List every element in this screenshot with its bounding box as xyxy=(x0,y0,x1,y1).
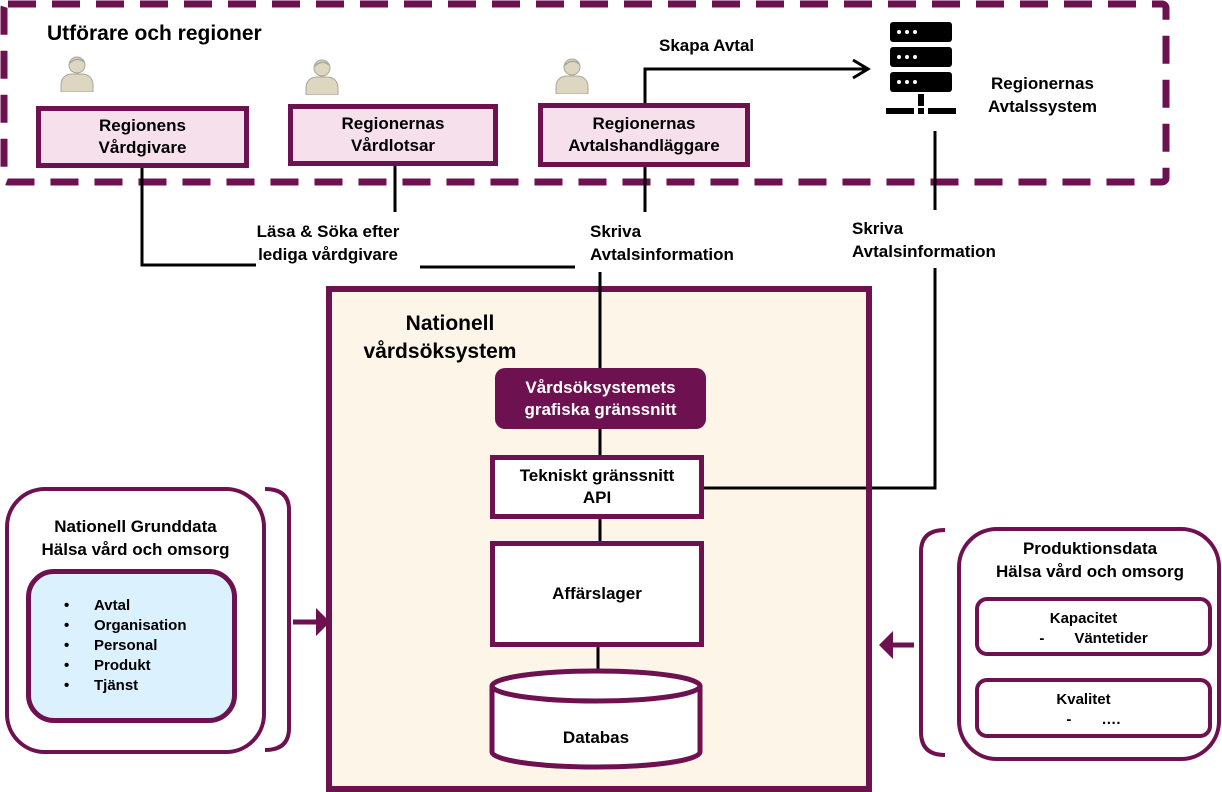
actor-regionens-vardgivare[interactable]: Regionens Vårdgivare xyxy=(36,106,249,168)
contract-system-line1: Regionernas xyxy=(991,74,1094,93)
produktionsdata-bracket xyxy=(919,528,946,757)
actor-label-line1: Regionens xyxy=(99,116,186,135)
quality-dash: - xyxy=(1066,711,1072,728)
person-icon xyxy=(305,59,339,95)
grunddata-title-line2: Hälsa vård och omsorg xyxy=(41,540,230,559)
grunddata-item-label: Organisation xyxy=(94,617,187,634)
database-icon[interactable] xyxy=(488,668,704,772)
national-system-title: Nationell vårdsöksystem xyxy=(350,310,530,366)
produktionsdata-title: Produktionsdata Hälsa vård och omsorg xyxy=(962,537,1218,583)
actor-label-line1: Regionernas xyxy=(592,114,696,133)
produktionsdata-title-line2: Hälsa vård och omsorg xyxy=(995,562,1184,581)
region-group-title: Utförare och regioner xyxy=(47,22,262,45)
write-info-right-line1: Skriva xyxy=(852,219,904,238)
grunddata-item-label: Tjänst xyxy=(94,677,139,694)
business-layer-box[interactable]: Affärslager xyxy=(490,541,704,647)
api-box[interactable]: Tekniskt gränssnitt API xyxy=(490,455,704,519)
read-search-label: Läsa & Söka efter lediga vårdgivare xyxy=(244,220,412,266)
bullet-icon: • xyxy=(64,657,70,674)
grunddata-title-line1: Nationell Grunddata xyxy=(54,517,217,536)
arrow-produktionsdata-head xyxy=(879,631,893,659)
person-icon xyxy=(555,58,589,94)
capacity-title: Kapacitet xyxy=(1049,610,1118,627)
gui-line2: grafiska gränssnitt xyxy=(524,399,677,419)
grunddata-list-box: • Avtal • Organisation • Personal • Produkt • Tjä… xyxy=(26,569,237,723)
actor-label-line2: Avtalshandläggare xyxy=(568,136,720,155)
write-info-right-line2: Avtalsinformation xyxy=(852,242,996,261)
write-info-left-line1: Skriva xyxy=(590,222,642,241)
grunddata-list-item: • Organisation xyxy=(64,616,187,636)
gui-line1: Vårdsöksystemets xyxy=(525,377,676,397)
bullet-icon: • xyxy=(64,617,70,634)
database-label: Databas xyxy=(562,728,630,747)
read-search-line2: lediga vårdgivare xyxy=(258,245,398,264)
produktionsdata-group-quality: Kvalitet - …. xyxy=(975,678,1212,738)
actor-label-line2: Vårdgivare xyxy=(98,138,187,157)
write-info-left-label: Skriva Avtalsinformation xyxy=(590,220,734,266)
arrowhead-create-contract xyxy=(852,58,871,80)
quality-item-label: …. xyxy=(1101,711,1121,728)
create-contract-label: Skapa Avtal xyxy=(659,36,755,55)
region-group-frame xyxy=(0,0,1170,186)
national-system-title-line1: Nationell xyxy=(405,312,495,335)
actor-regionernas-vardlotsar[interactable]: Regionernas Vårdlotsar xyxy=(288,104,498,166)
grunddata-list-item: • Tjänst xyxy=(64,676,187,696)
bullet-icon: • xyxy=(64,637,70,654)
connector-vardgivare xyxy=(140,166,256,267)
contract-system-label: Regionernas Avtalssystem xyxy=(988,72,1097,118)
server-icon xyxy=(886,22,956,114)
grunddata-item-label: Produkt xyxy=(94,657,151,674)
quality-title: Kvalitet xyxy=(1056,691,1111,708)
gui-box[interactable]: Vårdsöksystemets grafiska gränssnitt xyxy=(495,368,706,429)
connector-create-contract xyxy=(643,67,866,104)
api-line1: Tekniskt gränssnitt xyxy=(519,466,675,485)
capacity-item-label: Väntetider xyxy=(1074,630,1148,647)
arrow-grunddata-head xyxy=(316,608,330,636)
quality-item: - …. xyxy=(979,710,1208,730)
grunddata-bracket xyxy=(264,487,291,752)
read-search-line1: Läsa & Söka efter xyxy=(256,222,400,241)
capacity-item: - Väntetider xyxy=(979,629,1208,649)
write-info-left-line2: Avtalsinformation xyxy=(590,245,734,264)
contract-system-line2: Avtalssystem xyxy=(988,97,1097,116)
business-layer-label: Affärslager xyxy=(552,584,642,603)
grunddata-list-item: • Produkt xyxy=(64,656,187,676)
actor-label-line2: Vårdlotsar xyxy=(350,136,436,155)
person-icon xyxy=(60,56,94,92)
write-info-right-label: Skriva Avtalsinformation xyxy=(852,217,996,263)
grunddata-title: Nationell Grunddata Hälsa vård och omsor… xyxy=(5,515,266,561)
capacity-dash: - xyxy=(1039,630,1045,647)
bullet-icon: • xyxy=(64,597,70,614)
grunddata-item-label: Avtal xyxy=(94,597,131,614)
actor-label-line1: Regionernas xyxy=(341,114,445,133)
grunddata-list: • Avtal • Organisation • Personal • Produkt • Tjä… xyxy=(64,596,187,696)
actor-regionernas-avtalshandlaggare[interactable]: Regionernas Avtalshandläggare xyxy=(538,103,750,167)
national-system-title-line2: vårdsöksystem xyxy=(363,340,517,363)
grunddata-list-item: • Avtal xyxy=(64,596,187,616)
bullet-icon: • xyxy=(64,677,70,694)
api-line2: API xyxy=(582,488,612,507)
produktionsdata-group-capacity: Kapacitet - Väntetider xyxy=(975,597,1212,656)
grunddata-item-label: Personal xyxy=(94,637,158,654)
grunddata-list-item: • Personal xyxy=(64,636,187,656)
produktionsdata-title-line1: Produktionsdata xyxy=(1022,539,1158,558)
